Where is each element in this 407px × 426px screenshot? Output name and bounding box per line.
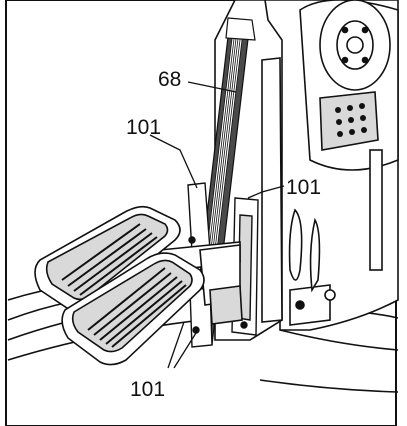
pedal-rear [34,205,181,313]
leader-101-bottom-b [173,332,197,369]
callout-101-right: 101 [286,176,321,199]
callout-101-bottom: 101 [130,378,165,401]
leader-101-top-left [149,134,198,189]
leader-lines [149,81,285,369]
callout-68: 68 [158,68,181,91]
pedal-front [61,252,205,366]
rear-housing [264,0,399,331]
leader-101-right [247,185,285,199]
leader-68 [187,81,237,93]
callout-101-top-left: 101 [126,116,161,139]
leader-101-bottom-a [167,321,185,369]
